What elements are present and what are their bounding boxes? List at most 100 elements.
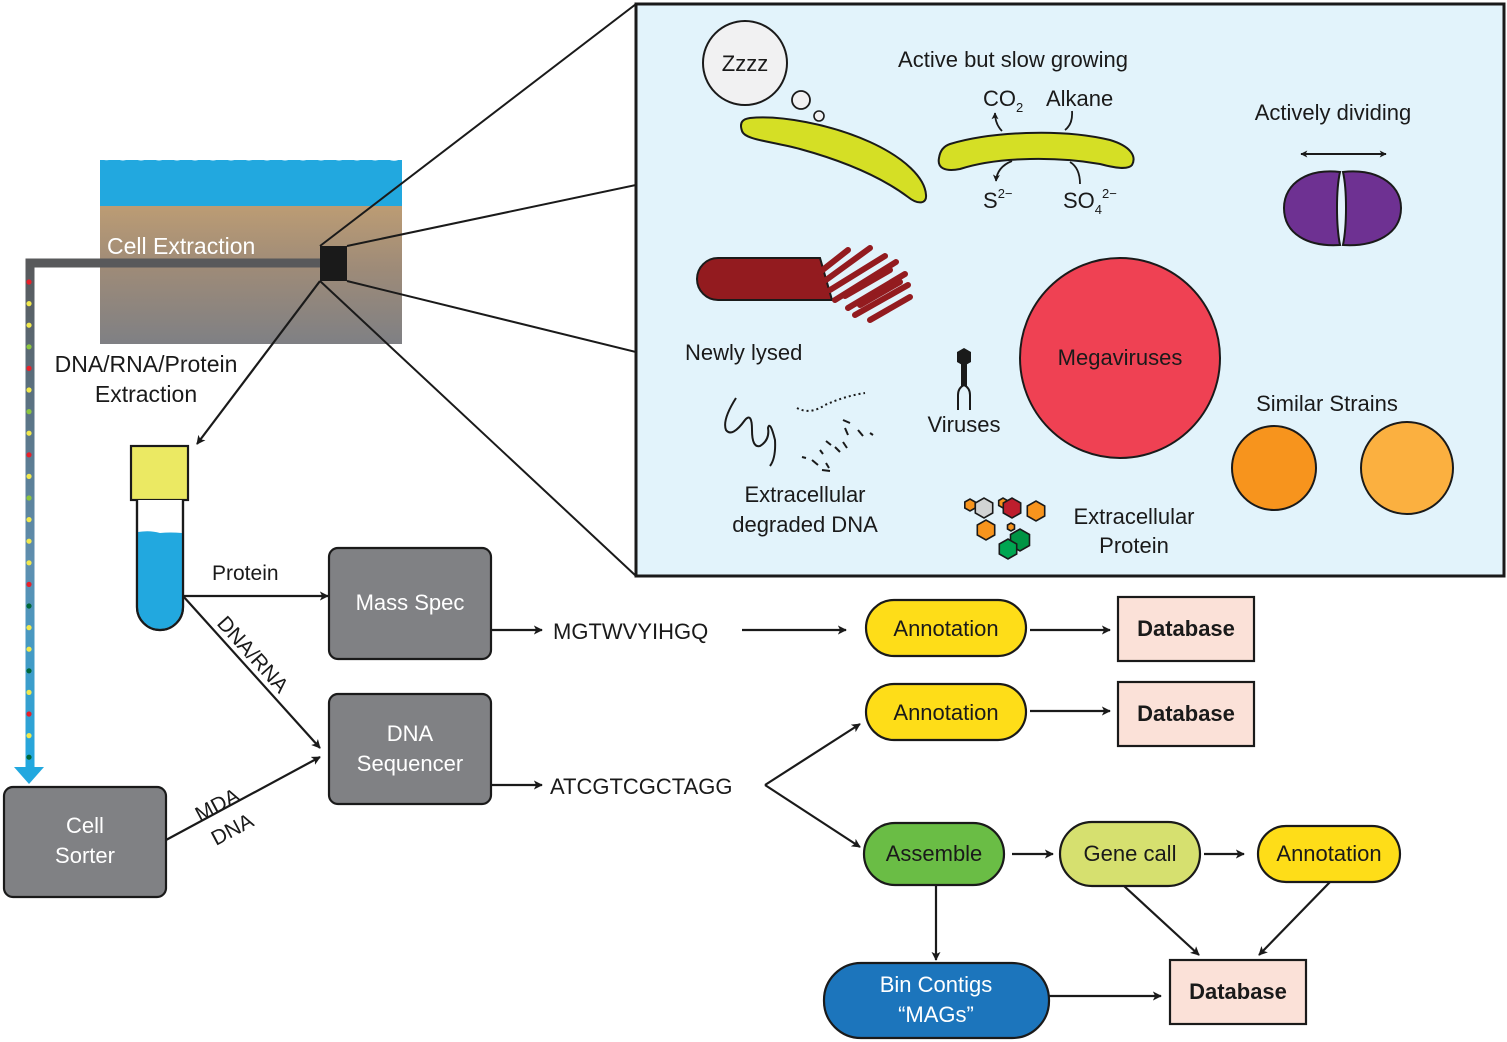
co2-label: CO2 <box>983 86 1023 115</box>
assemble-node[interactable]: Assemble <box>862 821 1006 887</box>
protein-hexagon-icon <box>1006 522 1016 532</box>
sulfate-line <box>1069 161 1081 185</box>
dna-to-annotation-arrow <box>764 723 861 786</box>
sediment-layer <box>100 206 402 344</box>
annotation-label: Annotation <box>893 616 998 641</box>
mda-arrow <box>165 756 321 841</box>
flow-cell-dot <box>26 733 32 739</box>
flow-cell-dot <box>26 409 32 415</box>
dnarna-label: DNA/RNA <box>212 612 292 698</box>
active-slow-label: Active but slow growing <box>898 47 1128 72</box>
newly-lysed-label: Newly lysed <box>685 340 802 365</box>
tube-outline <box>135 500 185 632</box>
extracellular-protein-label-line1: Extracellular <box>1073 504 1194 529</box>
annotation-node-genes[interactable]: Annotation <box>1256 824 1402 884</box>
flow-cell-dot <box>26 646 32 652</box>
gene-call-label: Gene call <box>1084 841 1177 866</box>
sulfate-label: SO42− <box>1063 186 1117 217</box>
dna-sequencer-label-line2: Sequencer <box>357 751 463 776</box>
sample-core-square <box>320 246 347 281</box>
extraction-arrow <box>196 280 321 445</box>
database-label: Database <box>1189 979 1287 1004</box>
flow-cell-dot <box>26 668 32 674</box>
sulfide-label: S2− <box>983 186 1013 213</box>
megavirus-circle <box>1019 257 1221 459</box>
annotation-node-dna[interactable]: Annotation <box>864 682 1028 742</box>
dna-fragments-dashed <box>801 419 874 472</box>
genecall-to-database-arrow <box>1123 885 1200 956</box>
flow-arrowhead-icon <box>14 767 44 784</box>
protein-sequence: MGTWVYIHGQ <box>553 619 708 644</box>
cell-sorter-label-line2: Sorter <box>55 843 115 868</box>
alkane-label: Alkane <box>1046 86 1113 111</box>
flow-cell-dot <box>26 430 32 436</box>
protein-hexagon-icon <box>963 498 977 512</box>
flow-cell-dot <box>26 473 32 479</box>
cell-sort-flow <box>14 258 320 784</box>
protein-hexagon-icon <box>998 538 1018 560</box>
mass-spec-label: Mass Spec <box>356 590 465 615</box>
annotation-node-protein[interactable]: Annotation <box>864 598 1028 658</box>
flow-cell-dot <box>26 581 32 588</box>
extracellular-dna-label-line2: degraded DNA <box>732 512 878 537</box>
similar-strains-label: Similar Strains <box>1256 391 1398 416</box>
bin-contigs-node[interactable]: Bin Contigs “MAGs” <box>822 961 1051 1040</box>
flow-cell-dot <box>26 625 32 631</box>
flow-cell-dot <box>26 495 32 501</box>
flow-cell-dot <box>26 322 32 328</box>
tube-cap <box>129 444 190 502</box>
flow-cell-dot <box>26 344 32 350</box>
flow-cell-dot <box>26 560 32 566</box>
protein-hexagon-icon <box>1026 500 1046 522</box>
database-node-1[interactable]: Database <box>1116 595 1256 663</box>
water-layer <box>100 160 402 206</box>
flow-cells <box>26 279 32 760</box>
alkane-line <box>1064 110 1074 131</box>
dna-sequencer-label-line1: DNA <box>387 721 434 746</box>
dnarna-arrow <box>182 595 321 749</box>
viruses-label: Viruses <box>928 412 1001 437</box>
cell-sorter-box[interactable]: Cell Sorter <box>2 785 168 899</box>
database-node-2[interactable]: Database <box>1116 680 1256 748</box>
annotation-label: Annotation <box>1276 841 1381 866</box>
flow-cell-dot <box>26 689 32 696</box>
cell-extraction-label: Cell Extraction <box>107 233 255 259</box>
strain-circle-2 <box>1360 421 1454 515</box>
protein-hexagon-icon <box>1002 497 1022 519</box>
extracellular-dna-label-line1: Extracellular <box>744 482 865 507</box>
flow-cell-dot <box>26 517 32 523</box>
flow-cell-dot <box>26 452 32 458</box>
tube-liquid <box>138 531 182 629</box>
flow-cell-dot <box>26 387 32 393</box>
gene-call-node[interactable]: Gene call <box>1058 820 1202 888</box>
annotation-label: Annotation <box>893 700 998 725</box>
extraction-label-line2: Extraction <box>95 381 197 407</box>
assemble-label: Assemble <box>886 841 983 866</box>
extraction-label-line1: DNA/RNA/Protein <box>55 351 238 377</box>
sulfide-arrow <box>992 160 1013 182</box>
thought-bubble <box>702 20 788 106</box>
protein-hexagon-icon <box>976 519 996 541</box>
actively-dividing-label: Actively dividing <box>1255 100 1412 125</box>
flow-cell-dot <box>26 365 32 371</box>
database-label: Database <box>1137 616 1235 641</box>
dormant-bacterium <box>740 116 928 204</box>
lysed-cell <box>696 245 913 323</box>
mass-spec-box[interactable]: Mass Spec <box>327 546 493 661</box>
sediment-sample: Cell Extraction <box>100 148 402 344</box>
dividing-cell-left <box>1282 170 1342 247</box>
dna-sequencer-box[interactable]: DNA Sequencer <box>327 692 493 806</box>
database-label: Database <box>1137 701 1235 726</box>
dna-strand-icon <box>724 397 777 467</box>
flow-cell-dot <box>26 279 32 285</box>
cell-sorter-label-line1: Cell <box>66 813 104 838</box>
flow-cell-dot <box>26 603 32 609</box>
flow-cell-dot <box>26 754 32 760</box>
lysed-cell-body <box>696 257 834 301</box>
microbial-community-inset: Zzzz Active but slow growing CO2 Alkane … <box>634 2 1506 578</box>
co2-arrow <box>991 112 1003 132</box>
strain-circle-1 <box>1231 425 1317 511</box>
lysed-cell-fragments <box>817 245 913 323</box>
database-node-3[interactable]: Database <box>1168 958 1308 1026</box>
